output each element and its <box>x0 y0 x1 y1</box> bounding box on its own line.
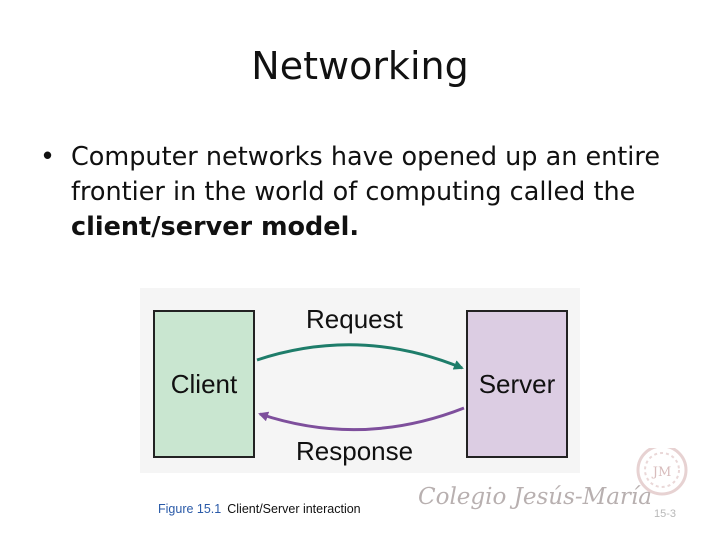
seal-initials: JM <box>651 465 672 480</box>
bullet-bold-term: client/server model. <box>71 212 360 242</box>
seal-icon: JM <box>636 448 688 496</box>
figure-caption-text: Client/Server interaction <box>227 502 361 516</box>
figure-caption: Figure 15.1 Client/Server interaction <box>158 502 361 516</box>
arrows-layer <box>256 343 465 432</box>
watermark-logo-text: Colegio Jesús-María <box>418 484 652 510</box>
response-label: Response <box>296 436 414 466</box>
client-label: Client <box>170 368 238 399</box>
slide-title: Networking <box>251 44 469 88</box>
request-arrow <box>256 343 464 370</box>
server-box: Server <box>466 310 568 458</box>
page-number: 15-3 <box>654 508 677 520</box>
response-arrow <box>258 406 465 432</box>
school-watermark-logo: Colegio Jesús-María JM <box>418 448 720 540</box>
bullet-point: • Computer networks have opened up an en… <box>40 140 690 245</box>
bullet-text: Computer networks have opened up an enti… <box>71 140 690 245</box>
client-server-diagram: Client Server Request Response <box>140 288 580 473</box>
bullet-body: Computer networks have opened up an enti… <box>71 142 661 207</box>
client-box: Client <box>153 310 255 458</box>
figure-number: Figure 15.1 <box>158 502 222 516</box>
bullet-marker: • <box>40 142 56 172</box>
request-label: Request <box>306 304 403 334</box>
server-label: Server <box>478 368 556 399</box>
